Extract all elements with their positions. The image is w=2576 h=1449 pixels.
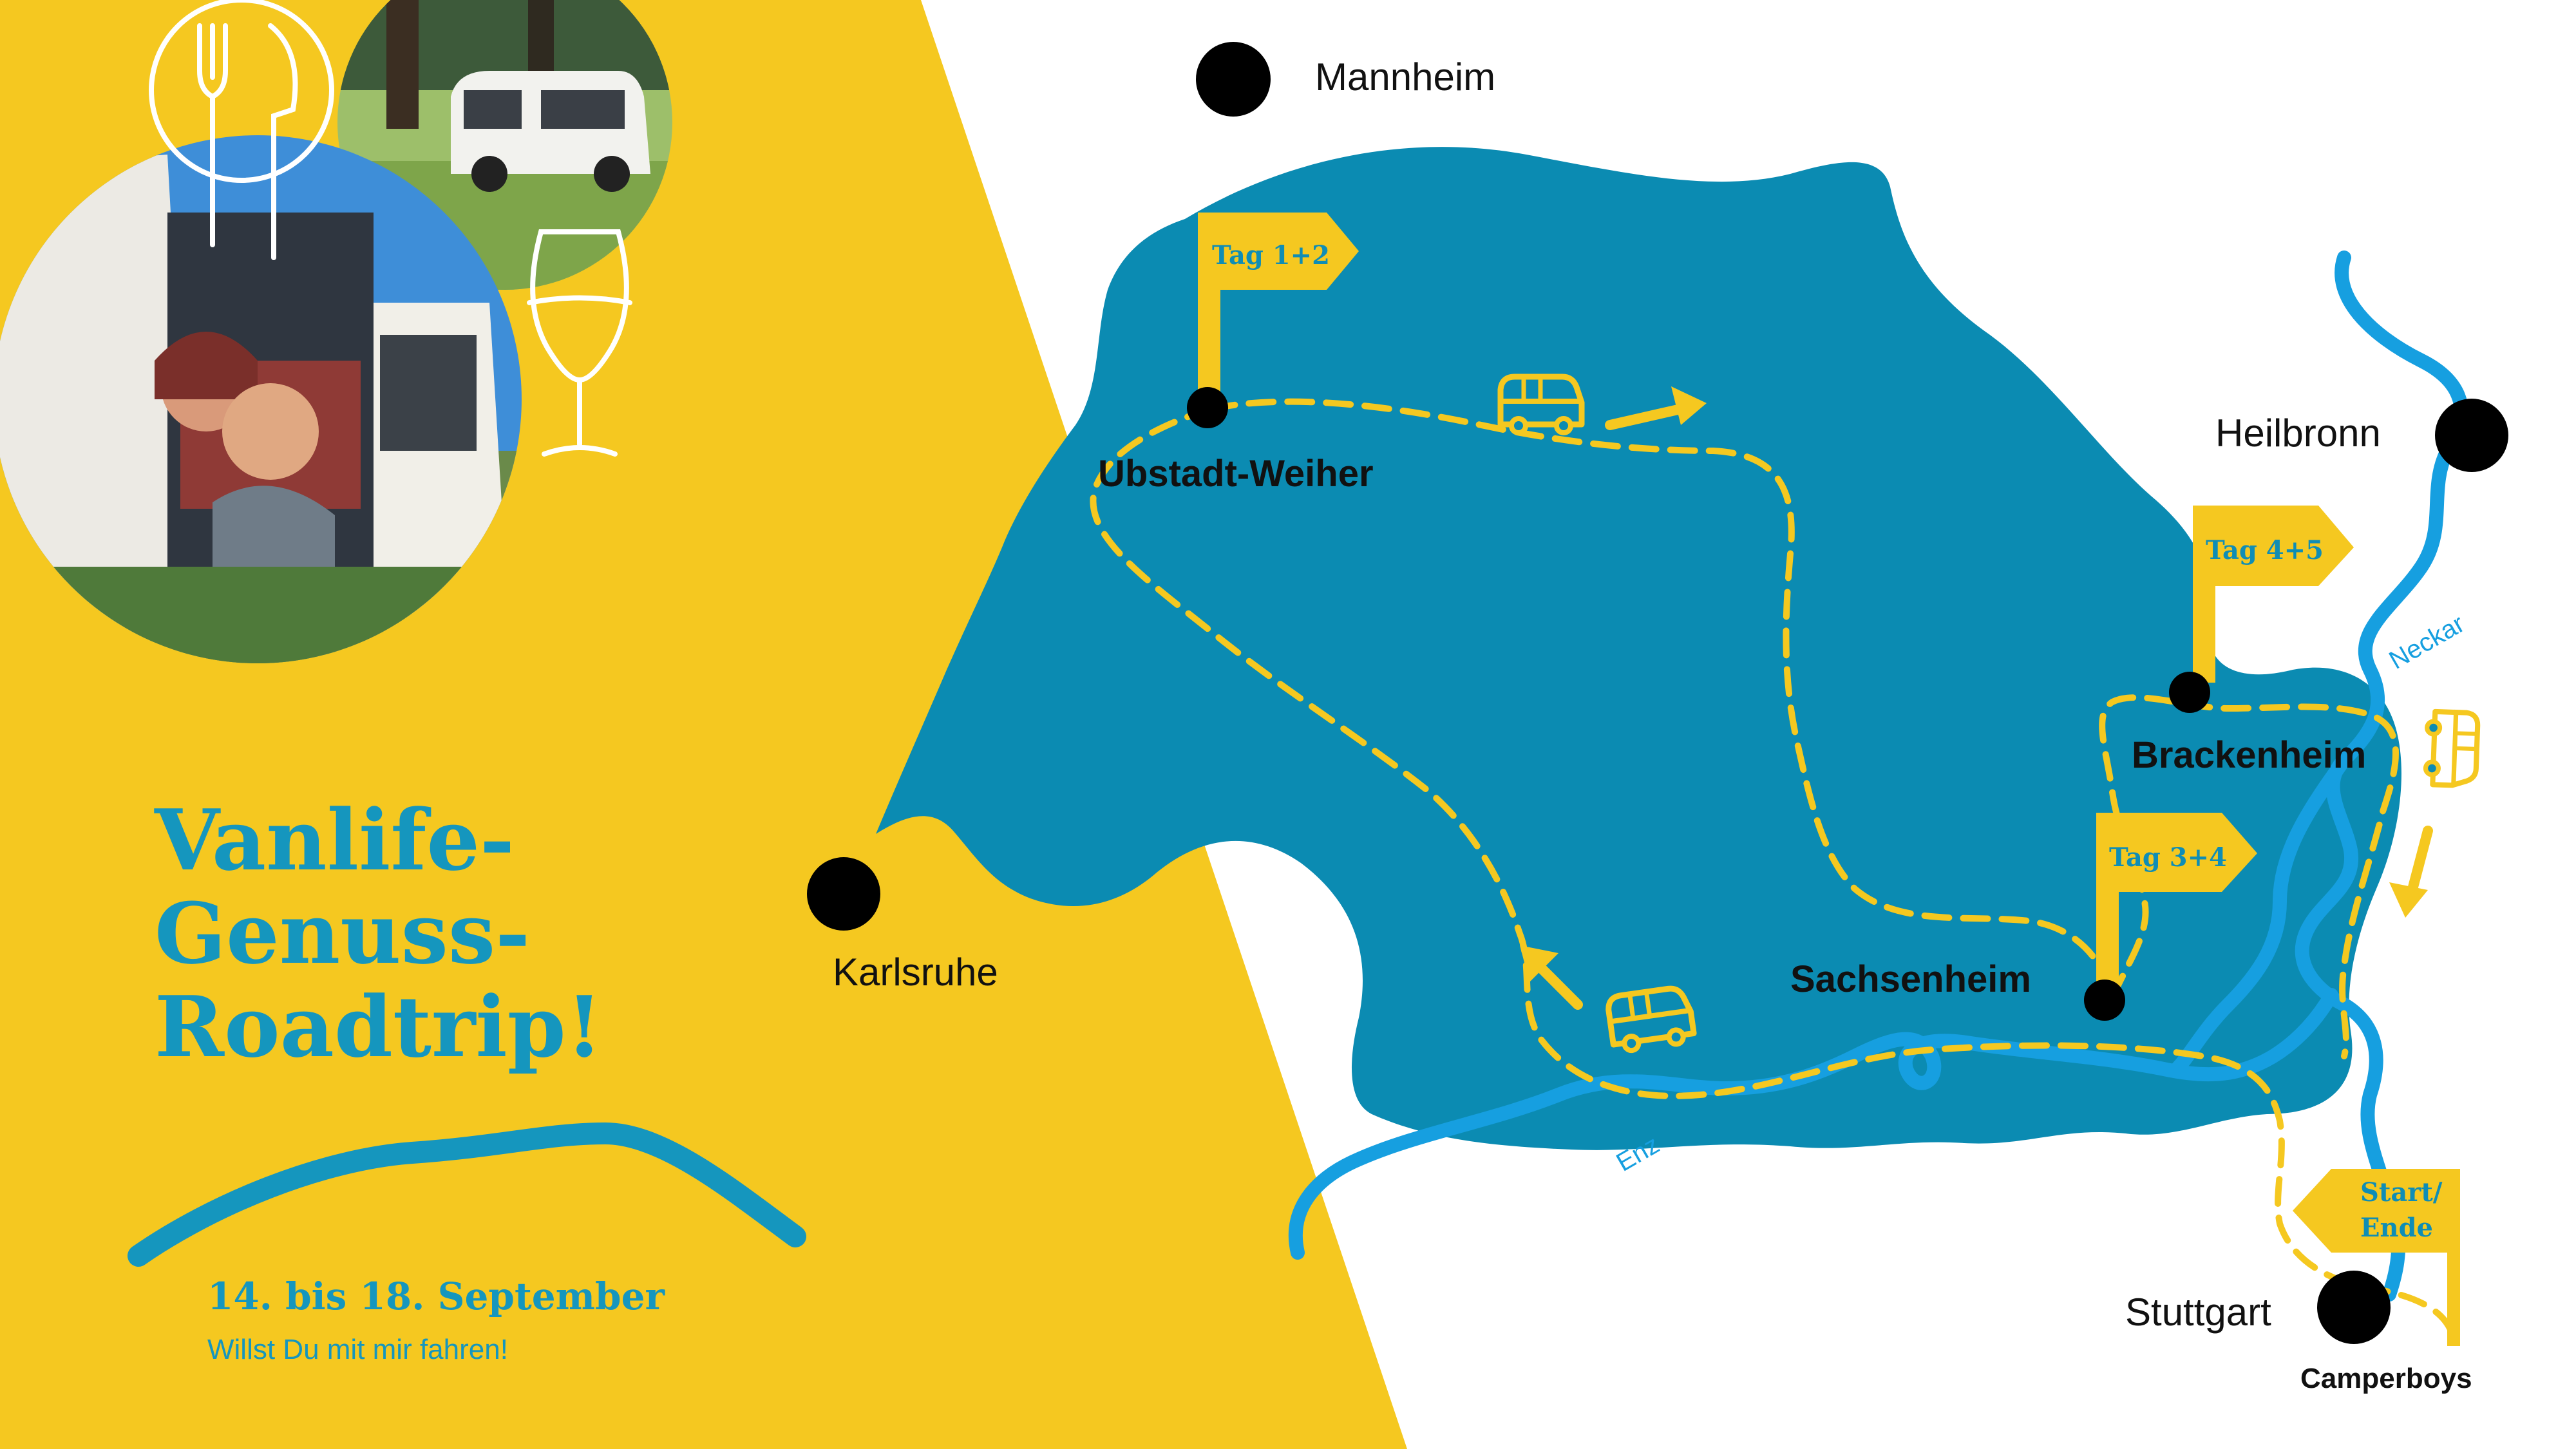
location-dot-icon[interactable] [2169,672,2210,713]
direction-arrow-icon [1520,945,1583,1010]
route [1090,398,2457,1343]
city-label-heilbronn: Heilbronn [2215,412,2381,455]
stop-label-ubstadt: Ubstadt-Weiher [1098,453,1374,495]
title-line-1: Vanlife- [154,791,515,889]
location-dot-icon[interactable] [2084,980,2125,1021]
flag-tag-3-4: Tag 3+4 [2096,813,2257,992]
city-label-stuttgart: Stuttgart [2125,1291,2271,1334]
neckar-river-tail [2170,753,2351,1076]
flag-label-tag-4-5: Tag 4+5 [2206,535,2324,565]
title-line-3: Roadtrip! [155,978,603,1076]
flag-label-start: Start/ [2360,1177,2443,1208]
stop-label-camperboys: Camperboys [2300,1363,2472,1394]
location-dot-icon[interactable] [1187,387,1228,428]
wine-glass-icon [527,229,632,457]
tagline: Willst Du mit mir fahren! [207,1334,508,1365]
stop-label-sachsenheim: Sachsenheim [1790,958,2031,1000]
region-shape [876,147,2401,1150]
city-label-karlsruhe: Karlsruhe [833,951,998,994]
campervan-photo-small [337,0,672,290]
stop-label-brackenheim: Brackenheim [2132,734,2366,776]
enz-river [1288,988,2338,1260]
city-label-mannheim: Mannheim [1315,55,1495,99]
location-dot-icon[interactable] [2317,1271,2391,1344]
hill-wave [128,1122,806,1267]
location-dot-icon[interactable] [2435,399,2508,472]
flag-start-end: Start/ Ende [2293,1169,2460,1346]
flag-tag-4-5: Tag 4+5 [2193,506,2354,683]
flag-label-tag-3-4: Tag 3+4 [2109,842,2227,873]
location-dot-icon[interactable] [1196,42,1271,117]
flag-label-tag-1-2: Tag 1+2 [1212,240,1330,270]
title-line-2: Genuss- [155,884,530,983]
location-dot-icon[interactable] [807,857,880,931]
trip-dates: 14. bis 18. September [207,1274,665,1318]
flag-tag-1-2: Tag 1+2 [1198,213,1359,402]
direction-arrow-icon [1605,386,1707,430]
direction-arrow-icon [2389,826,2433,918]
flag-label-ende: Ende [2360,1213,2433,1243]
plate-cutlery-icon [149,0,334,260]
